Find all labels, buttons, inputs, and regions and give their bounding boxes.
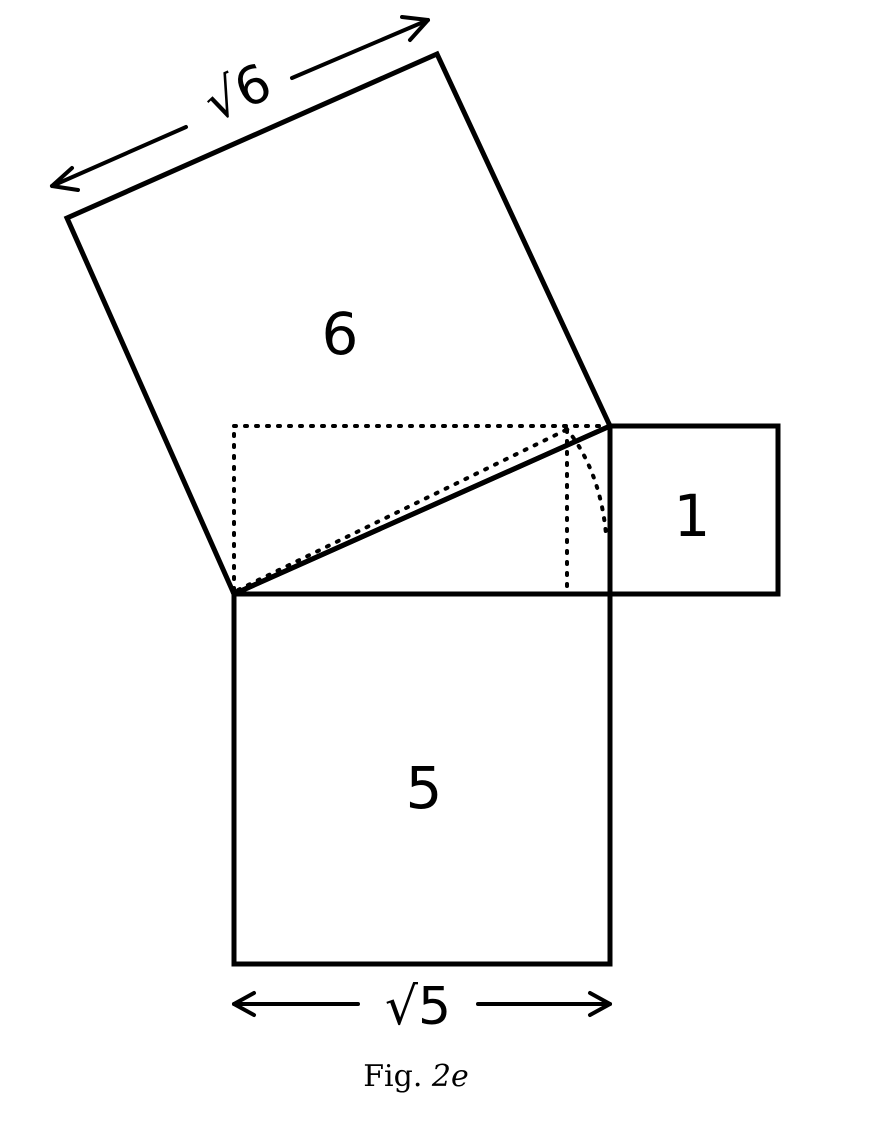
- dimension-arrow-sqrt5: [232, 991, 612, 1017]
- figure-caption-number: 2e: [431, 1059, 469, 1094]
- triangle-hypotenuse: [230, 422, 614, 598]
- side-length-label-sqrt6: √6: [196, 53, 281, 135]
- area-label-6: 6: [322, 300, 359, 368]
- square-area-1: [607, 423, 781, 597]
- side-length-label-sqrt5: √5: [385, 977, 451, 1037]
- dotted-diagonal: [236, 426, 572, 592]
- figure-caption-prefix: Fig.: [363, 1059, 432, 1094]
- area-label-5: 5: [406, 754, 443, 822]
- dimension-arrow-sqrt6: [50, 15, 430, 192]
- dotted-arc: [564, 426, 608, 536]
- figure-caption: Fig. 2e: [363, 1059, 469, 1094]
- square-area-5: [231, 591, 613, 967]
- area-label-1: 1: [674, 482, 711, 550]
